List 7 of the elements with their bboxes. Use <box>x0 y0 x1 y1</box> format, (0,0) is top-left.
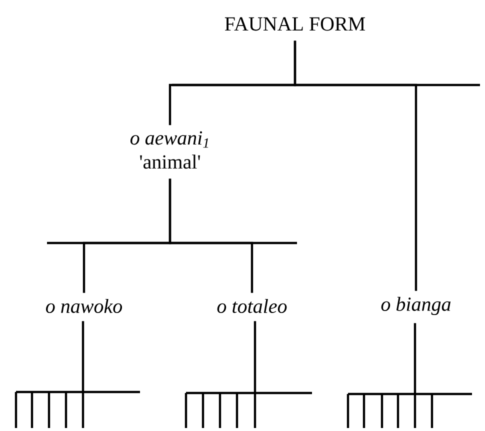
tree-branch <box>294 40 418 291</box>
category-label: o totaleo <box>217 298 287 314</box>
category-label: o nawoko <box>46 298 122 314</box>
tree-branch <box>168 178 254 293</box>
category-label: o aewani$_{1}$ 'animal' <box>130 131 208 169</box>
category-label: FAUNAL FORM <box>224 17 366 31</box>
category-label: o bianga <box>381 296 451 316</box>
